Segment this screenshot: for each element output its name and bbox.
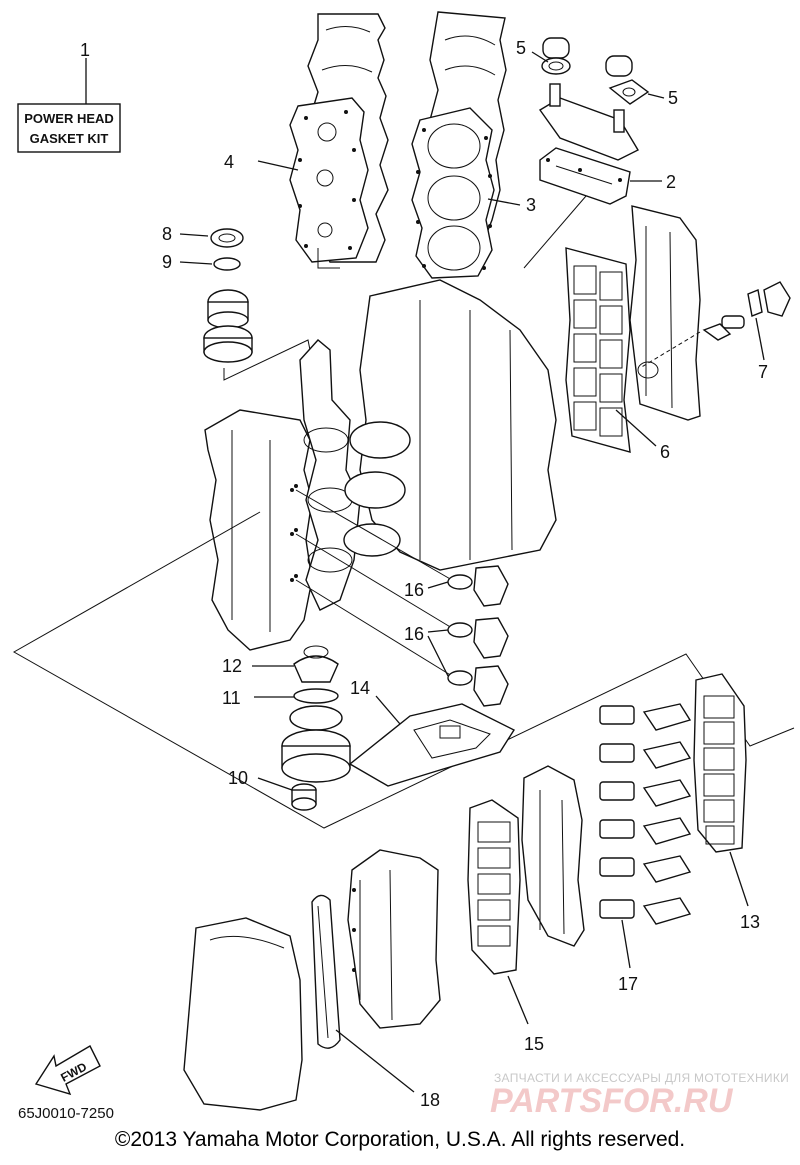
watermark-brand: PARTSFOR.RU xyxy=(490,1082,734,1120)
callout-13: 13 xyxy=(740,912,760,932)
crankshaft xyxy=(299,339,361,611)
head-cover-gasket xyxy=(289,97,369,269)
kit-label: POWER HEAD GASKET KIT xyxy=(17,58,121,153)
watermark: ЗАПЧАСТИ И АКСЕССУАРЫ ДЛЯ МОТОТЕХНИКИ PA… xyxy=(490,1071,789,1120)
callout-2: 2 xyxy=(666,172,676,192)
intake-manifold-gasket xyxy=(565,247,631,453)
intake-manifold xyxy=(629,205,701,421)
kit-label-line1: POWER HEAD xyxy=(24,111,114,126)
callout-7: 7 xyxy=(758,362,768,382)
callout-9: 9 xyxy=(162,252,172,272)
forward-arrow-icon: FWD xyxy=(34,1045,101,1096)
callout-17: 17 xyxy=(618,974,638,994)
intake-silencer xyxy=(347,849,441,1029)
silencer-gasket-18 xyxy=(311,894,341,1049)
callout-8: 8 xyxy=(162,224,172,244)
exhaust-cover-gasket xyxy=(539,147,631,205)
oil-seal-housing xyxy=(281,645,351,811)
callout-10: 10 xyxy=(228,768,248,788)
intake-gasket-15 xyxy=(467,799,521,975)
callout-1: 1 xyxy=(80,40,90,60)
callout-6: 6 xyxy=(660,442,670,462)
callout-5b: 5 xyxy=(668,88,678,108)
kit-label-line2: GASKET KIT xyxy=(30,131,109,146)
callout-5a: 5 xyxy=(516,38,526,58)
callout-15: 15 xyxy=(524,1034,544,1054)
base-gasket xyxy=(348,703,516,787)
reed-valve-gaskets xyxy=(599,703,692,925)
callout-3: 3 xyxy=(526,195,536,215)
o-ring-9 xyxy=(213,257,241,271)
callout-11: 11 xyxy=(222,688,241,708)
watermark-tagline: ЗАПЧАСТИ И АКСЕССУАРЫ ДЛЯ МОТОТЕХНИКИ xyxy=(494,1071,789,1085)
thermostat-cover-left xyxy=(541,37,571,75)
callout-16a: 16 xyxy=(404,580,424,600)
callout-16b: 16 xyxy=(404,624,424,644)
thermostat-cover-right xyxy=(605,55,650,105)
exhaust-cover xyxy=(538,83,639,161)
bypass-cover-gaskets xyxy=(295,489,509,707)
cylinder-block xyxy=(343,279,557,571)
fuel-joint-gasket xyxy=(639,281,791,369)
silencer-cover xyxy=(183,917,303,1111)
crankcase xyxy=(204,409,313,651)
oil-seal-8 xyxy=(210,228,244,248)
upper-bearing-housing xyxy=(203,289,253,363)
diagram-code: 65J0010-7250 xyxy=(18,1105,114,1122)
callout-4: 4 xyxy=(224,152,234,172)
reed-valve-gasket xyxy=(693,673,747,853)
callout-18: 18 xyxy=(420,1090,440,1110)
callout-12: 12 xyxy=(222,656,242,676)
cylinder-head-gasket xyxy=(411,107,495,279)
copyright-notice: ©2013 Yamaha Motor Corporation, U.S.A. A… xyxy=(114,1128,686,1151)
reed-valve-housing xyxy=(521,765,585,947)
callout-14: 14 xyxy=(350,678,370,698)
